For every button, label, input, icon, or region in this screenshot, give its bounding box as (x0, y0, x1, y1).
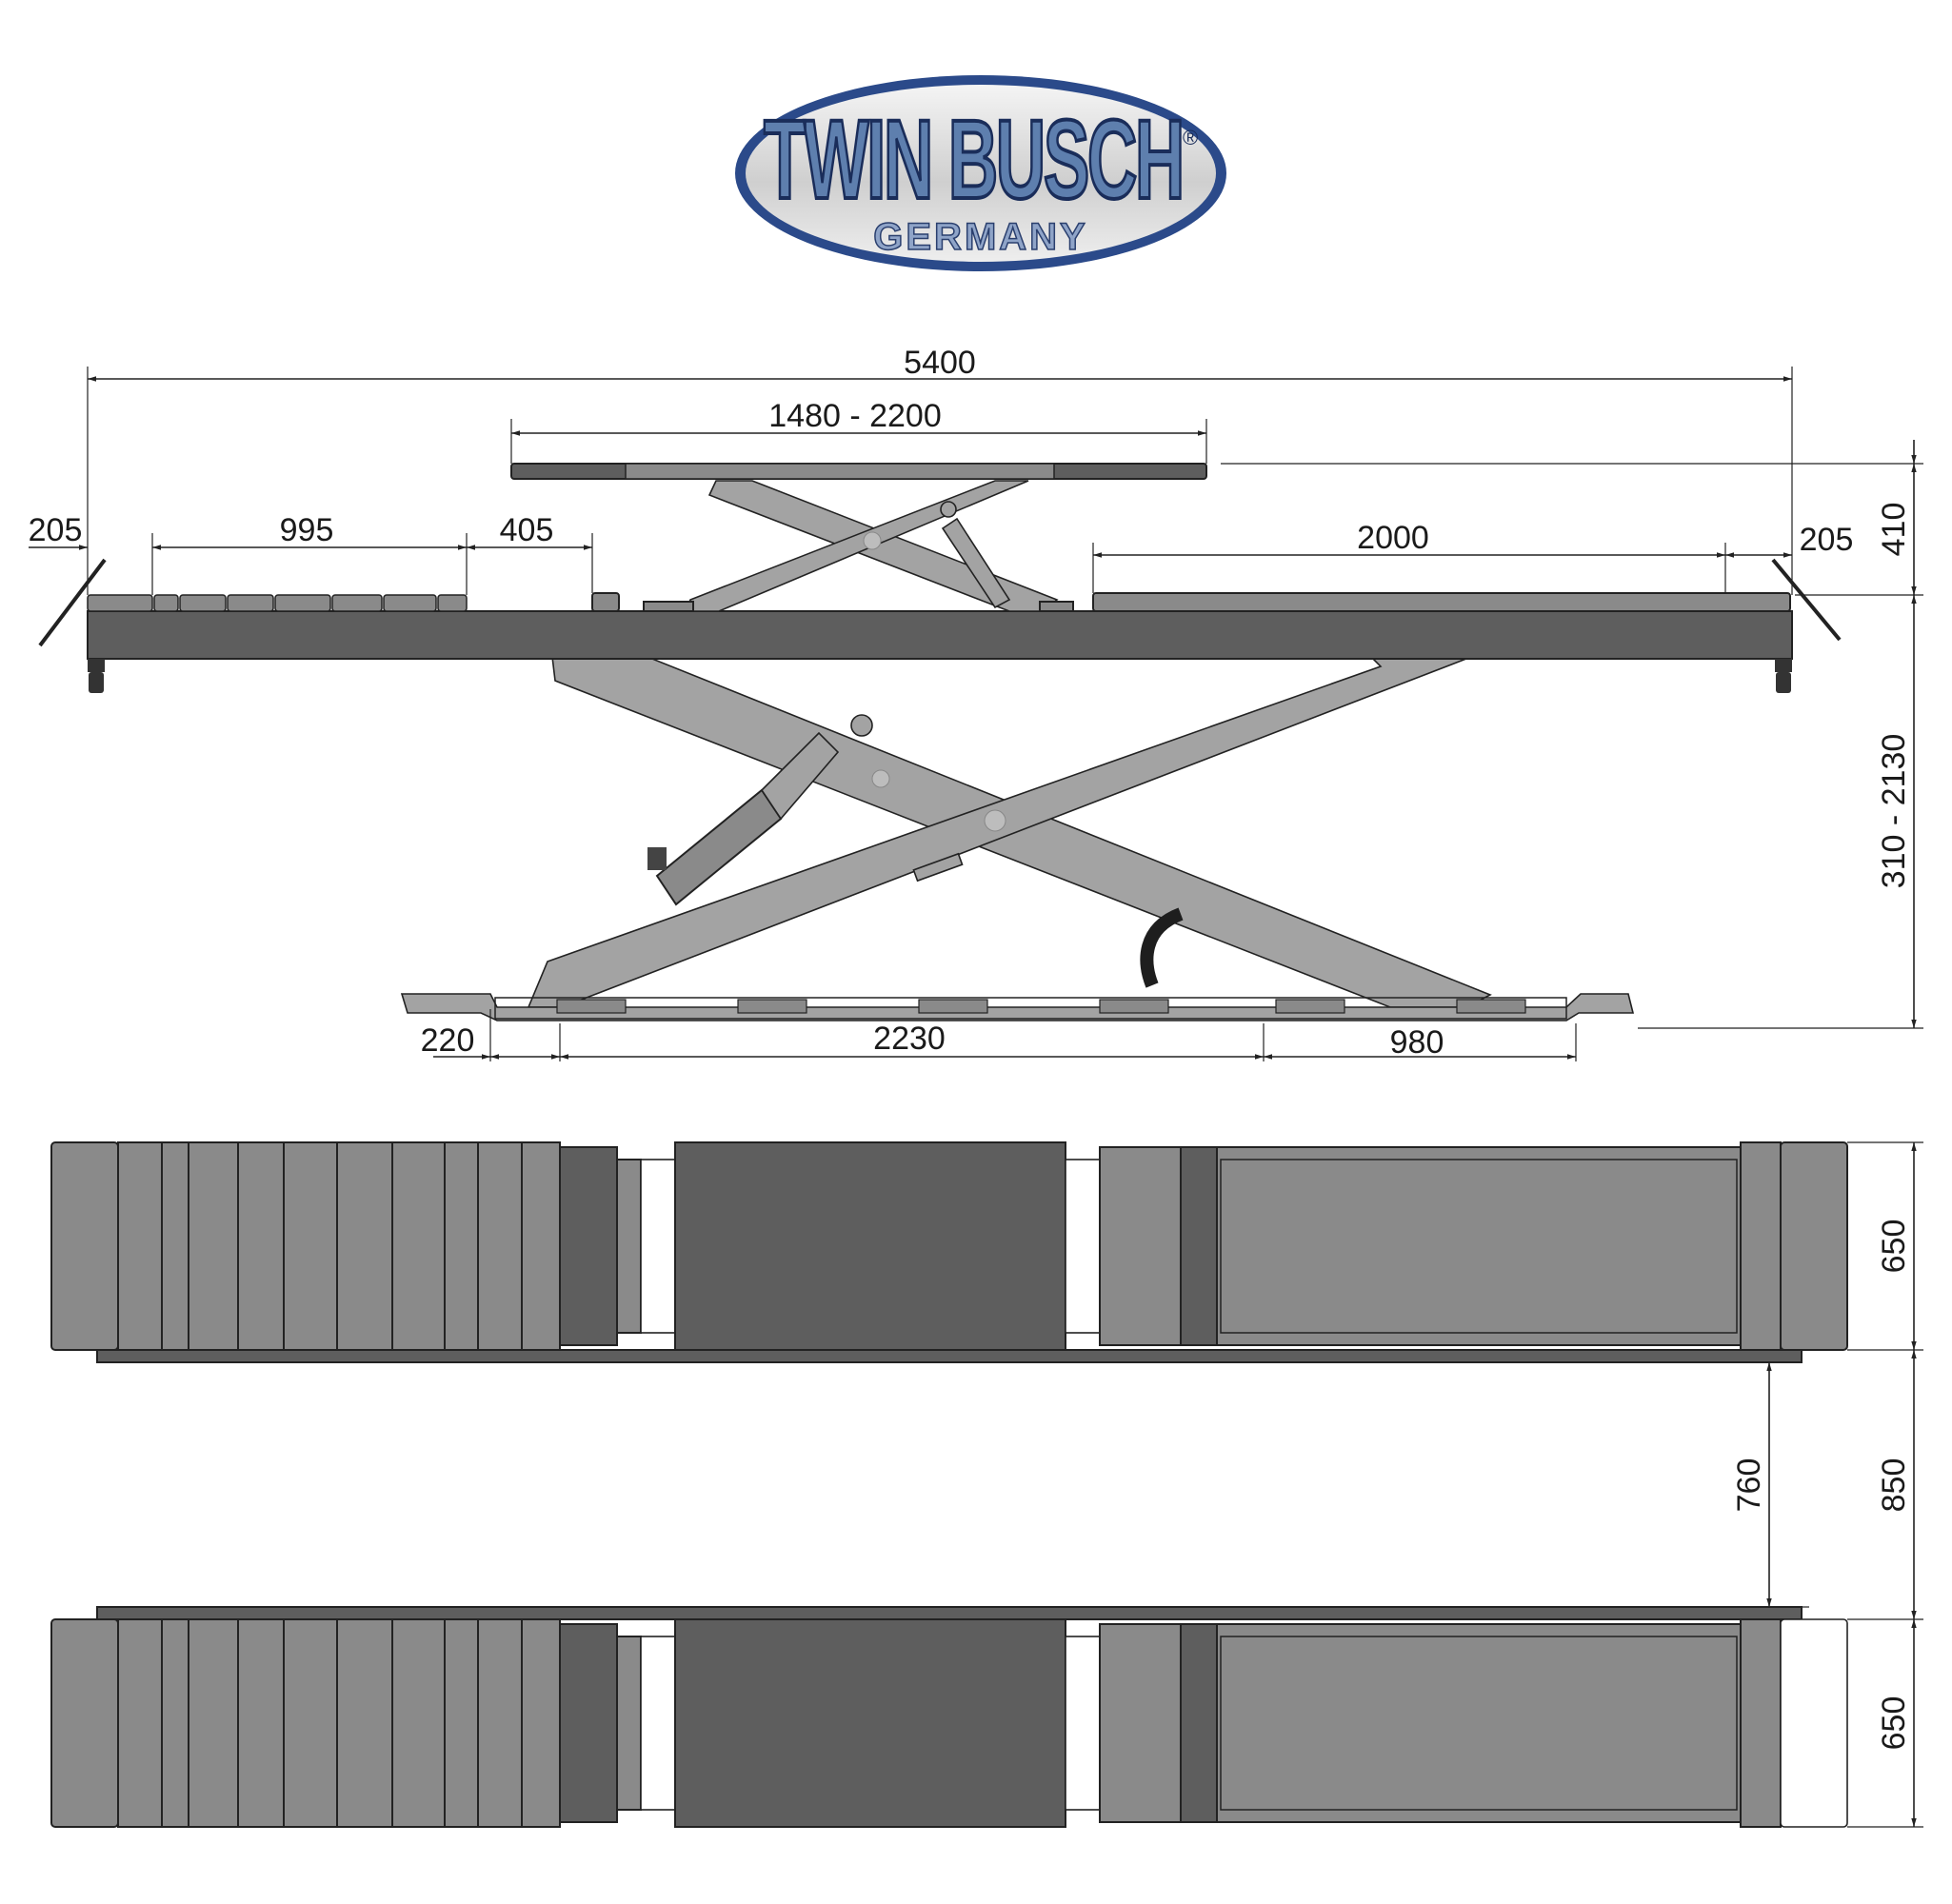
scissor-end-left-lower (559, 1623, 618, 1823)
dim-outer-gap: 850 (1876, 1458, 1912, 1513)
side-view (38, 463, 1842, 1021)
arm-bracket (912, 852, 964, 883)
logo-brand-text: TWIN BUSCH (764, 97, 1183, 223)
logo-country-text: GERMANY (873, 216, 1087, 258)
dim-platform-range: 1480 - 2200 (768, 398, 942, 434)
wheel-left (89, 672, 104, 693)
dim-platform-height: 410 (1876, 503, 1912, 557)
dim-inner-gap: 760 (1731, 1458, 1767, 1513)
dim-base-right: 980 (1390, 1024, 1444, 1061)
upper-cylinder (941, 517, 1011, 609)
upper-platform-center (625, 463, 1055, 480)
slot-frame-left-lower (616, 1636, 642, 1811)
wheel-right (1776, 672, 1791, 693)
ramp-segments (117, 1141, 561, 1351)
slot-left (640, 1159, 676, 1334)
base-pads (556, 999, 1526, 1014)
ramp-end-left-lower (50, 1618, 119, 1828)
deck-joint-lower (1099, 1623, 1182, 1823)
dim-left-ramp: 995 (280, 512, 334, 548)
ramp-end-right (1780, 1141, 1848, 1351)
right-deck-top (1216, 1146, 1742, 1346)
deck-joint (1099, 1146, 1182, 1346)
deck-end-lower (1740, 1618, 1782, 1828)
platform-plate-lower (674, 1618, 1066, 1828)
scissor-pivot-small (871, 769, 890, 788)
dim-right-section: 2000 (1357, 520, 1429, 556)
base-frame (400, 993, 1635, 1021)
dim-total-length: 5400 (904, 345, 976, 381)
dim-right-end: 205 (1800, 522, 1854, 558)
upper-foot-right (1039, 601, 1074, 612)
main-runway (87, 610, 1793, 660)
cylinder-clamp (647, 847, 667, 870)
top-view-runway-lower (50, 1606, 1848, 1828)
cylinder-pivot (850, 714, 873, 737)
dim-runway-width-bottom: 650 (1876, 1696, 1912, 1751)
dim-base-left: 220 (421, 1022, 475, 1059)
dim-base-middle: 2230 (873, 1021, 946, 1057)
ramp-end-right-lower (1780, 1618, 1848, 1828)
dim-left-gap: 405 (500, 512, 554, 548)
slot-right-lower (1065, 1636, 1101, 1811)
side-view-dimensions: 5400 1480 - 2200 205 995 405 2000 205 41… (29, 345, 1923, 1061)
dim-runway-width-top: 650 (1876, 1220, 1912, 1274)
right-deck-top-lower (1216, 1623, 1742, 1823)
scissor-pivot (984, 809, 1006, 832)
right-deck (1092, 592, 1791, 612)
runway-rail-lower (96, 1606, 1803, 1620)
slot-right (1065, 1159, 1101, 1334)
deck-divider-lower (1180, 1623, 1218, 1823)
base-frame-inner (494, 997, 1567, 1020)
dim-left-end: 205 (29, 512, 83, 548)
cylinder-rod (760, 731, 840, 821)
upper-pivot (863, 531, 882, 550)
left-stop-block (591, 592, 620, 612)
hydraulic-hose (1140, 907, 1184, 988)
ramp-segments-lower (117, 1618, 561, 1828)
logo-registered-mark: ® (1183, 126, 1198, 149)
runway-foot-left (88, 659, 105, 672)
left-ramp-segments (87, 594, 468, 612)
dim-lift-height-range: 310 - 2130 (1876, 734, 1912, 889)
left-chock (38, 558, 107, 647)
logo-ellipse-fill (746, 85, 1216, 262)
right-deck-inner (1220, 1159, 1738, 1334)
top-view-dimensions: 650 760 850 650 (1731, 1141, 1923, 1828)
runway-rail (96, 1349, 1803, 1363)
twin-busch-logo: TWIN BUSCH ® GERMANY (735, 75, 1226, 271)
platform-plate (674, 1141, 1066, 1351)
upper-cyl-pivot (940, 501, 957, 518)
slot-left-lower (640, 1636, 676, 1811)
top-view-runway-upper (50, 1141, 1848, 1363)
right-deck-inner-lower (1220, 1636, 1738, 1811)
slot-frame-left (616, 1159, 642, 1334)
runway-foot-right (1775, 659, 1792, 672)
right-chock (1771, 558, 1842, 642)
scissor-end-left (559, 1146, 618, 1346)
ramp-end-left (50, 1141, 119, 1351)
deck-end (1740, 1141, 1782, 1351)
upper-foot-left (643, 601, 694, 612)
deck-divider (1180, 1146, 1218, 1346)
